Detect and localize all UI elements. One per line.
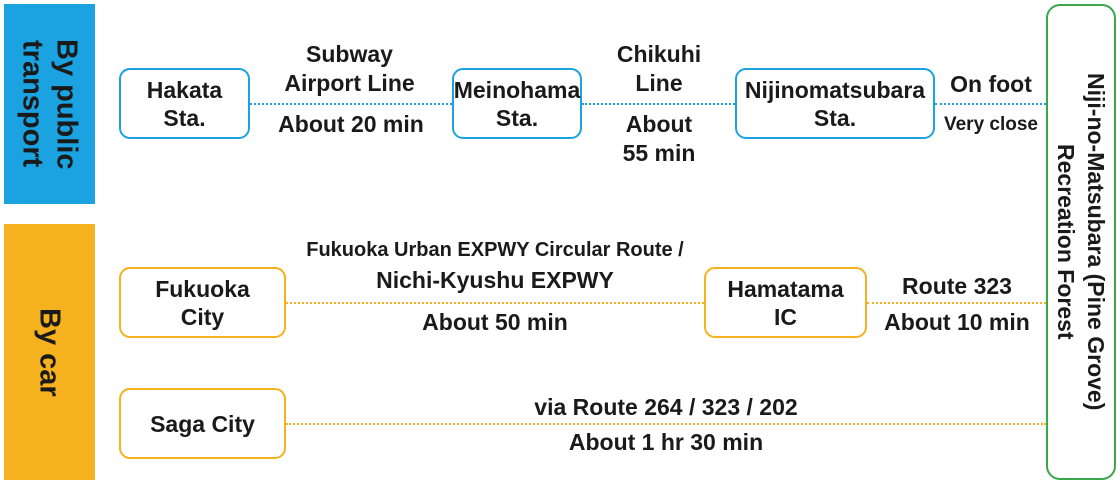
connector-meinohama-nijinomatsubara: [582, 103, 735, 105]
by-car-banner: By car: [4, 224, 95, 480]
leg-chikuhi-time: About 55 min: [622, 111, 696, 166]
fukuoka-via-line1: Fukuoka Urban EXPWY Circular Route /: [306, 239, 684, 261]
fukuoka-via-line2: Nichi-Kyushu EXPWY: [376, 267, 614, 293]
connector-fukuoka-hamatama: [286, 302, 704, 304]
node-fukuoka-city: Fukuoka City: [119, 267, 286, 338]
leg-subway-line: Subway Airport Line: [284, 41, 415, 96]
node-meinohama-station: Meinohama Sta.: [452, 68, 582, 139]
saga-via: via Route 264 / 323 / 202: [534, 394, 798, 420]
node-saga-city: Saga City: [119, 388, 286, 459]
destination-box: Niji-no-Matsubara (Pine Grove) Recreatio…: [1046, 4, 1116, 480]
hamatama-road: Route 323: [902, 273, 1012, 299]
fukuoka-time: About 50 min: [422, 309, 568, 335]
public-transport-banner: By public transport: [4, 4, 95, 204]
leg-on-foot: On foot: [950, 71, 1032, 97]
node-hakata-station: Hakata Sta.: [119, 68, 250, 139]
saga-time: About 1 hr 30 min: [568, 429, 764, 455]
by-car-label: By car: [33, 307, 66, 397]
public-transport-label: By public transport: [16, 38, 83, 170]
connector-hamatama-destination: [867, 302, 1046, 304]
destination-label: Niji-no-Matsubara (Pine Grove) Recreatio…: [1053, 73, 1109, 411]
leg-chikuhi-line: Chikuhi Line: [616, 41, 702, 96]
node-hamatama-ic: Hamatama IC: [704, 267, 867, 338]
leg-very-close: Very close: [943, 114, 1039, 135]
hamatama-time: About 10 min: [884, 309, 1030, 335]
connector-saga-destination: [286, 423, 1046, 425]
node-nijinomatsubara-station: Nijinomatsubara Sta.: [735, 68, 935, 139]
leg-subway-time: About 20 min: [278, 111, 424, 137]
connector-hakata-meinohama: [250, 103, 452, 105]
connector-nijinomatsubara-destination: [935, 103, 1046, 105]
